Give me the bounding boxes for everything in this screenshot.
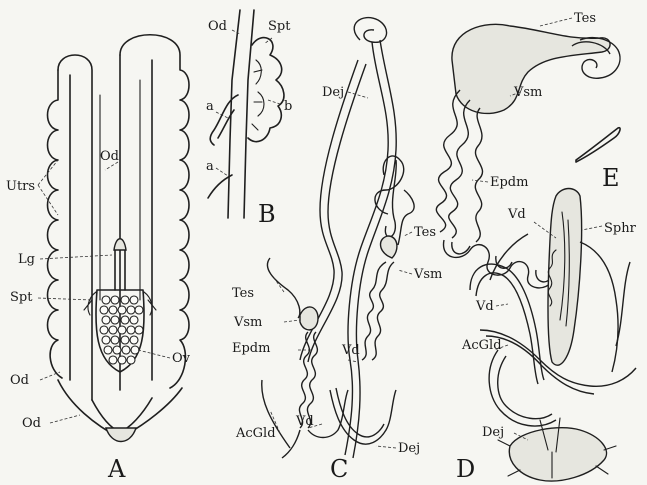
egg-cluster [100, 296, 143, 364]
label-tes-c1: Tes [414, 225, 436, 240]
label-b: b [284, 99, 292, 114]
label-od-a1: Od [100, 149, 119, 164]
label-dej-d: Dej [482, 425, 504, 440]
label-vd-c2: Vd [295, 414, 314, 429]
label-ov: Ov [172, 351, 191, 366]
label-dej-c1: Dej [322, 85, 344, 100]
label-vd-d1: Vd [507, 207, 526, 222]
label-spt-b: Spt [268, 19, 291, 34]
panel-a-figure [48, 35, 190, 442]
label-spt-a: Spt [10, 290, 33, 305]
label-vd-d2: Vd [475, 299, 494, 314]
label-tes-e: Tes [574, 11, 596, 26]
label-od-a3: Od [22, 416, 41, 431]
label-sphr: Sphr [604, 221, 637, 236]
panel-a-leaders [38, 160, 170, 423]
panel-c-leaders [270, 92, 412, 448]
panel-b-figure [208, 10, 284, 218]
label-epdm-c: Epdm [232, 341, 270, 356]
label-a-upper: a [206, 99, 214, 114]
label-utrs: Utrs [6, 179, 35, 194]
panel-letter-e: E [602, 164, 620, 192]
label-vsm-e: Vsm [513, 85, 542, 100]
label-od-b: Od [208, 19, 227, 34]
label-vd-c1: Vd [341, 343, 360, 358]
label-a-lower: a [206, 159, 214, 174]
label-acgld-c: AcGld [235, 426, 276, 441]
panel-letter-a: A [107, 455, 126, 483]
panel-c-figure [262, 18, 414, 458]
label-lg: Lg [18, 252, 35, 267]
label-tes-c2: Tes [232, 286, 254, 301]
label-acgld-d: AcGld [461, 338, 502, 353]
label-od-a2: Od [10, 373, 29, 388]
label-dej-c2: Dej [398, 441, 420, 456]
label-vsm-c2: Vsm [233, 315, 262, 330]
panel-letter-b: B [258, 200, 276, 228]
label-vsm-c1: Vsm [413, 267, 442, 282]
panel-letter-d: D [456, 455, 475, 483]
label-epdm-e: Epdm [490, 175, 528, 190]
panel-letter-c: C [330, 455, 348, 483]
